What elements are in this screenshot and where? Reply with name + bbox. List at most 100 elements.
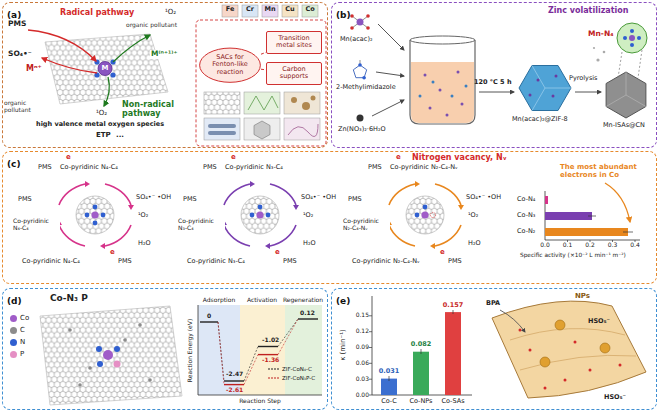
energy-profile	[198, 305, 199, 395]
catalytic-cycle	[430, 243, 435, 249]
text-label: organic pollutant	[4, 100, 48, 114]
text-label: 0.12	[300, 310, 315, 317]
text-label: ¹O₂	[165, 8, 176, 16]
energy-profile	[258, 354, 278, 355]
support-tile	[284, 118, 320, 140]
text-label: Non-radical pathway	[122, 100, 194, 118]
node-text: Transition metal sites	[270, 35, 318, 50]
beaker	[432, 81, 435, 84]
text-label: -2.47	[226, 371, 243, 378]
sac-frame	[196, 20, 326, 146]
carbon-product	[637, 36, 641, 40]
beaker	[424, 71, 464, 117]
rate-bar-chart	[369, 331, 372, 332]
text-label: Co-pyridinic N₂-C₄-Nᵥ	[342, 218, 390, 232]
rate-bar-chart	[369, 315, 372, 316]
beaker	[451, 95, 454, 98]
text-label: 0.00	[356, 392, 369, 399]
con3p-sheet	[114, 361, 121, 368]
text-label: 0.15	[356, 312, 369, 319]
text-label: 0.09	[356, 344, 369, 351]
nanotube-illustration	[555, 320, 565, 330]
node-text: Carbon supports	[270, 66, 318, 81]
activity-bar-chart	[588, 216, 596, 217]
text-label: 0.0	[540, 242, 550, 249]
text-label: H₂O	[138, 240, 151, 247]
text-label: Adsorption	[203, 297, 235, 304]
pathway-arrow	[28, 30, 150, 106]
text-label: SO₄•⁻ •OH	[466, 194, 501, 201]
nanotube-illustration	[519, 329, 522, 332]
legend-line	[268, 369, 280, 370]
catalytic-cycle	[93, 221, 98, 226]
element-square	[222, 5, 318, 17]
activity-bar-chart	[545, 240, 640, 241]
beaker	[461, 103, 464, 106]
rate-bar-chart	[445, 312, 461, 395]
legend-text: ZIF-CoN₃P-C	[282, 375, 315, 381]
catalytic-cycle	[421, 211, 428, 218]
element-square	[222, 5, 238, 17]
text-label: HSO₅⁻	[604, 394, 626, 401]
rate-bar-chart	[381, 379, 397, 395]
flow-arrow	[575, 92, 601, 93]
legend-line	[268, 378, 280, 379]
activity-bar-chart	[605, 183, 630, 222]
text-label: PMS	[203, 164, 217, 171]
precursor-icon	[358, 63, 362, 67]
pathway-arrow	[28, 30, 96, 61]
label-box: Carbon supports	[266, 62, 322, 85]
legend-swatch	[10, 327, 17, 334]
nanotube-illustration	[519, 329, 622, 390]
energy-profile	[258, 346, 278, 347]
carbon-sheet	[45, 34, 168, 104]
energy-profile	[278, 319, 298, 355]
panel-letter: (a)	[7, 10, 21, 20]
carbon-product	[623, 36, 627, 40]
text-label: 0.03	[356, 376, 369, 383]
precursor-icon	[350, 26, 354, 30]
precursor-icon	[357, 115, 364, 122]
catalytic-cycle	[458, 205, 464, 210]
zif-crystal	[555, 75, 558, 78]
sac-frame	[196, 20, 326, 146]
energy-profile	[298, 318, 318, 319]
nanotube-illustration	[540, 357, 550, 367]
support-tile	[248, 96, 278, 110]
energy-profile	[285, 305, 322, 395]
panel-letter: (c)	[7, 159, 21, 169]
text-label: Regeneration	[283, 297, 323, 304]
support-tile	[208, 131, 236, 135]
carbon-sheet	[98, 62, 112, 76]
carbon-product	[626, 95, 646, 107]
flow-arrow	[376, 72, 404, 76]
rate-bar-chart	[372, 296, 373, 395]
text-label: e	[396, 153, 401, 161]
legend-swatch	[10, 339, 17, 346]
nanotube-illustration	[589, 369, 592, 372]
nanotube-illustration	[540, 320, 610, 367]
beaker	[410, 36, 475, 44]
beaker	[411, 62, 474, 123]
text-label: 0.4	[630, 242, 640, 249]
support-tile	[284, 92, 320, 114]
pathway-arrow	[113, 35, 150, 62]
text-label: PMS	[348, 196, 362, 203]
zif-crystal	[537, 79, 540, 82]
con3p-sheet	[114, 346, 120, 352]
carbon-product	[630, 29, 634, 33]
beaker	[424, 74, 427, 77]
text-label: Activation	[247, 297, 277, 304]
text-label: 120 °C 5 h	[474, 79, 512, 86]
beaker	[410, 36, 475, 124]
text-label: 0.06	[356, 360, 369, 367]
text-label: PMS	[368, 164, 382, 171]
legend-text: Co	[20, 314, 29, 322]
text-label: 0.157	[443, 302, 464, 309]
legend-text: P	[20, 350, 24, 358]
text-label: Co-N₃ P	[50, 293, 88, 303]
beaker	[419, 95, 422, 98]
energy-profile	[200, 319, 318, 381]
con3p-sheet	[40, 306, 182, 405]
